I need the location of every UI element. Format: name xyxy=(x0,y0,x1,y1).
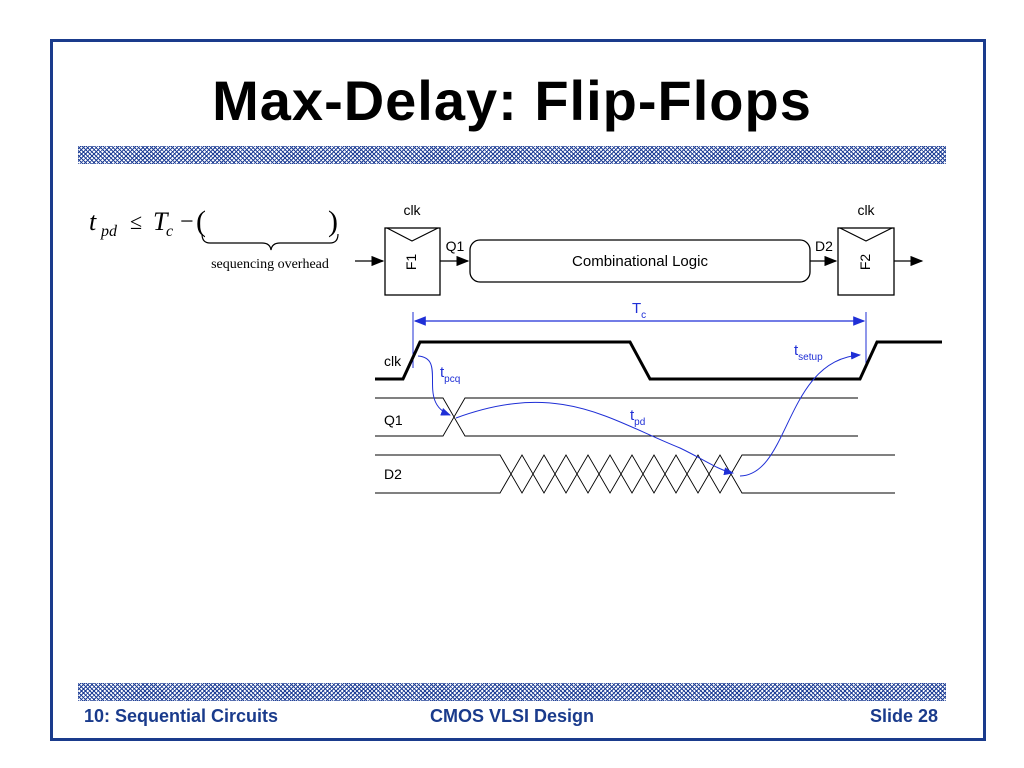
tpcq-path xyxy=(417,355,451,416)
eq-close-paren: ) xyxy=(328,205,338,238)
clk-waveform xyxy=(375,340,942,381)
tc-label: Tc xyxy=(632,300,646,321)
clk-label-left: clk xyxy=(403,202,421,218)
footer-course: CMOS VLSI Design xyxy=(429,706,595,726)
clk-label-right: clk xyxy=(857,202,875,218)
eq-T: T xyxy=(153,207,169,236)
bottom-pattern-band xyxy=(78,683,946,701)
tsetup-path xyxy=(739,351,861,477)
footer-chapter: 10: Sequential Circuits xyxy=(84,706,279,726)
max-delay-equation: t pd ≤ T c − ( ) sequencing overhead xyxy=(89,205,339,272)
eq-open-paren: ( xyxy=(196,205,206,238)
q1-label: Q1 xyxy=(446,238,465,254)
eq-less-equal: ≤ xyxy=(130,209,142,234)
d2-label: D2 xyxy=(815,238,833,254)
timing-diagram: Tc clk Q1 D2 tpcq tpd tsetup xyxy=(375,300,942,494)
circuit-diagram: clk F1 Q1 Combinational Logic D2 clk F2 xyxy=(355,202,924,296)
f1-clock-notch xyxy=(386,227,439,242)
tpcq-label: tpcq xyxy=(440,364,460,385)
tpd-label: tpd xyxy=(630,407,645,428)
tsetup-label: tsetup xyxy=(794,342,823,363)
d2-waveform-top xyxy=(375,454,895,475)
eq-minus: − xyxy=(180,209,194,235)
q1-wave-label: Q1 xyxy=(384,412,403,428)
f1-label: F1 xyxy=(403,254,419,271)
clk-wave-label: clk xyxy=(384,353,402,369)
eq-t: t xyxy=(89,207,97,236)
combinational-logic-label: Combinational Logic xyxy=(572,253,708,270)
top-pattern-band xyxy=(78,146,946,164)
eq-c-subscript: c xyxy=(166,223,173,240)
slide-title: Max-Delay: Flip-Flops xyxy=(212,69,812,132)
tpd-path xyxy=(455,401,734,476)
f2-clock-notch xyxy=(839,227,893,242)
eq-pd-subscript: pd xyxy=(100,223,118,240)
q1-waveform-bottom xyxy=(375,416,858,437)
d2-waveform-bottom xyxy=(375,473,895,494)
brace-label: sequencing overhead xyxy=(211,257,329,272)
f2-label: F2 xyxy=(857,254,873,271)
footer-slide-number: Slide 28 xyxy=(869,706,938,726)
d2-wave-label: D2 xyxy=(384,466,402,482)
underbrace xyxy=(201,233,339,251)
